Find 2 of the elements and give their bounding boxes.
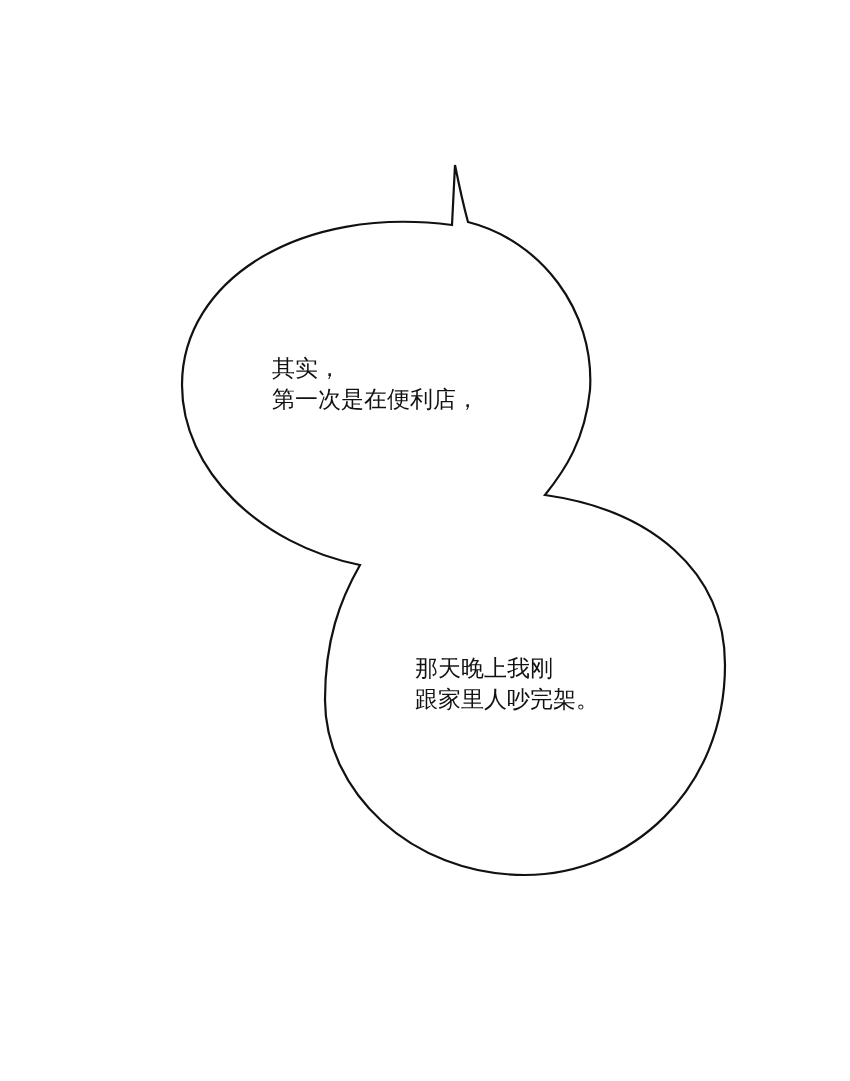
speech-text: 那天晚上我刚跟家里人吵完架。 [415,654,599,714]
speech-text: 其实，第一次是在便利店， [272,354,479,414]
